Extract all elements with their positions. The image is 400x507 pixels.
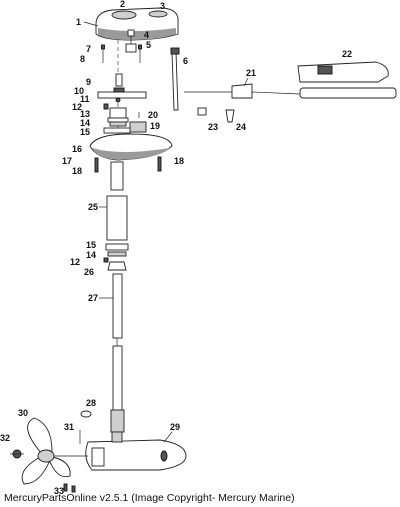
callout-21: 21 xyxy=(246,68,256,78)
callout-24: 24 xyxy=(236,122,246,132)
callout-3: 3 xyxy=(160,1,165,11)
callout-27: 27 xyxy=(88,293,98,303)
cable-tie[interactable] xyxy=(170,47,180,111)
callout-23: 23 xyxy=(208,122,218,132)
callout-4: 4 xyxy=(144,30,149,40)
composite-shaft[interactable] xyxy=(110,273,125,433)
callout-9: 9 xyxy=(86,77,91,87)
prop-nut[interactable] xyxy=(80,410,92,418)
housing-screws[interactable] xyxy=(63,483,76,493)
control-head-cover[interactable] xyxy=(95,7,179,41)
callout-19: 19 xyxy=(150,121,160,131)
propeller[interactable] xyxy=(21,417,88,485)
callout-30: 30 xyxy=(18,408,28,418)
cover-screws[interactable] xyxy=(101,44,142,63)
callout-15-lower: 15 xyxy=(86,240,96,250)
callout-18-left: 18 xyxy=(72,166,82,176)
callout-25: 25 xyxy=(88,202,98,212)
callout-10: 10 xyxy=(74,86,84,96)
callout-15: 15 xyxy=(80,127,90,137)
callout-18-right: 18 xyxy=(174,156,184,166)
copyright-caption: MercuryPartsOnline v2.5.1 (Image Copyrig… xyxy=(4,492,295,504)
shaft-collar[interactable] xyxy=(106,195,128,241)
foot-pedal[interactable] xyxy=(297,61,397,99)
switch-components[interactable] xyxy=(103,103,129,127)
callout-7: 7 xyxy=(86,44,91,54)
callout-1: 1 xyxy=(76,17,81,27)
speed-control-assembly[interactable] xyxy=(97,73,147,103)
foot-pedal-cable[interactable] xyxy=(184,83,301,99)
screw-and-switch[interactable] xyxy=(125,29,137,53)
callout-12-lower: 12 xyxy=(70,257,80,267)
callout-11: 11 xyxy=(80,94,90,104)
callout-33: 33 xyxy=(54,486,64,496)
leader-1 xyxy=(83,21,99,27)
lower-collar-stack[interactable] xyxy=(103,243,129,271)
callout-31: 31 xyxy=(64,422,74,432)
callout-29: 29 xyxy=(170,422,180,432)
callout-26: 26 xyxy=(84,267,94,277)
callout-20: 20 xyxy=(148,110,158,120)
callout-28: 28 xyxy=(86,398,96,408)
callout-16: 16 xyxy=(72,144,82,154)
propeller-nut[interactable] xyxy=(10,449,24,459)
lower-unit-motor[interactable] xyxy=(85,431,187,471)
callout-13: 13 xyxy=(80,109,90,119)
callout-22: 22 xyxy=(342,49,352,59)
washer-upper[interactable] xyxy=(103,127,131,134)
collar-and-screw[interactable] xyxy=(129,112,147,133)
head-base[interactable] xyxy=(89,133,173,161)
callout-6: 6 xyxy=(183,56,188,66)
callout-14: 14 xyxy=(80,118,90,128)
retaining-pins[interactable] xyxy=(94,156,162,173)
callout-12: 12 xyxy=(72,102,82,112)
callout-2: 2 xyxy=(120,0,125,9)
callout-32: 32 xyxy=(0,433,10,443)
callout-17: 17 xyxy=(62,156,72,166)
callout-14-lower: 14 xyxy=(86,250,96,260)
cable-connectors[interactable] xyxy=(197,107,235,123)
callout-8: 8 xyxy=(80,54,85,64)
leader-21 xyxy=(243,77,249,87)
leader-29 xyxy=(163,431,173,443)
callout-5: 5 xyxy=(146,40,151,50)
upper-shaft-tube[interactable] xyxy=(110,161,124,191)
